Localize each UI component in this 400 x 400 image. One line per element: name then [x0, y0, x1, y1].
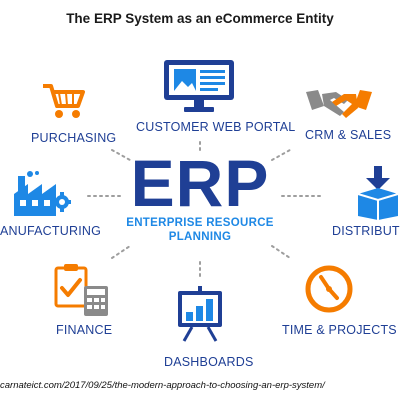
node-purchasing	[40, 80, 86, 120]
node-time	[304, 264, 354, 314]
connector-purchasing	[111, 149, 131, 161]
label-crm: CRM & SALES	[305, 128, 392, 142]
calculator-icon	[54, 264, 108, 316]
node-dashboards	[176, 286, 224, 342]
connector-finance	[111, 245, 131, 259]
label-purchasing: PURCHASING	[31, 131, 117, 145]
label-distribution: DISTRIBUTIO	[332, 224, 400, 238]
factory-icon	[14, 171, 71, 216]
label-dashboards: DASHBOARDS	[164, 355, 254, 369]
hub-line-2: PLANNING	[168, 231, 232, 243]
source-url: carnateict.com/2017/09/25/the-modern-app…	[0, 380, 325, 391]
bar-chart-icon	[178, 286, 222, 342]
node-finance	[54, 262, 110, 318]
node-distribution	[352, 166, 400, 220]
node-crm	[304, 86, 374, 122]
label-manufacturing: ANUFACTURING	[0, 224, 102, 238]
node-portal	[162, 58, 236, 114]
erp-hub: ERP ENTERPRISE RESOURCE PLANNING	[100, 150, 300, 244]
node-manufacturing	[10, 170, 72, 218]
label-finance: FINANCE	[56, 323, 113, 337]
hub-line-1: ENTERPRISE RESOURCE	[126, 217, 274, 229]
label-time: TIME & PROJECTS	[282, 323, 397, 337]
handshake-icon	[306, 90, 372, 118]
shopping-cart-icon	[43, 84, 85, 118]
label-portal: CUSTOMER WEB PORTAL	[136, 120, 296, 134]
package-icon	[357, 166, 399, 220]
hub-acronym: ERP	[130, 146, 270, 220]
connector-time	[271, 245, 291, 259]
diagram-title: The ERP System as an eCommerce Entity	[66, 11, 334, 26]
clock-icon	[305, 265, 353, 313]
connector-crm	[271, 149, 291, 161]
monitor-icon	[164, 60, 234, 112]
